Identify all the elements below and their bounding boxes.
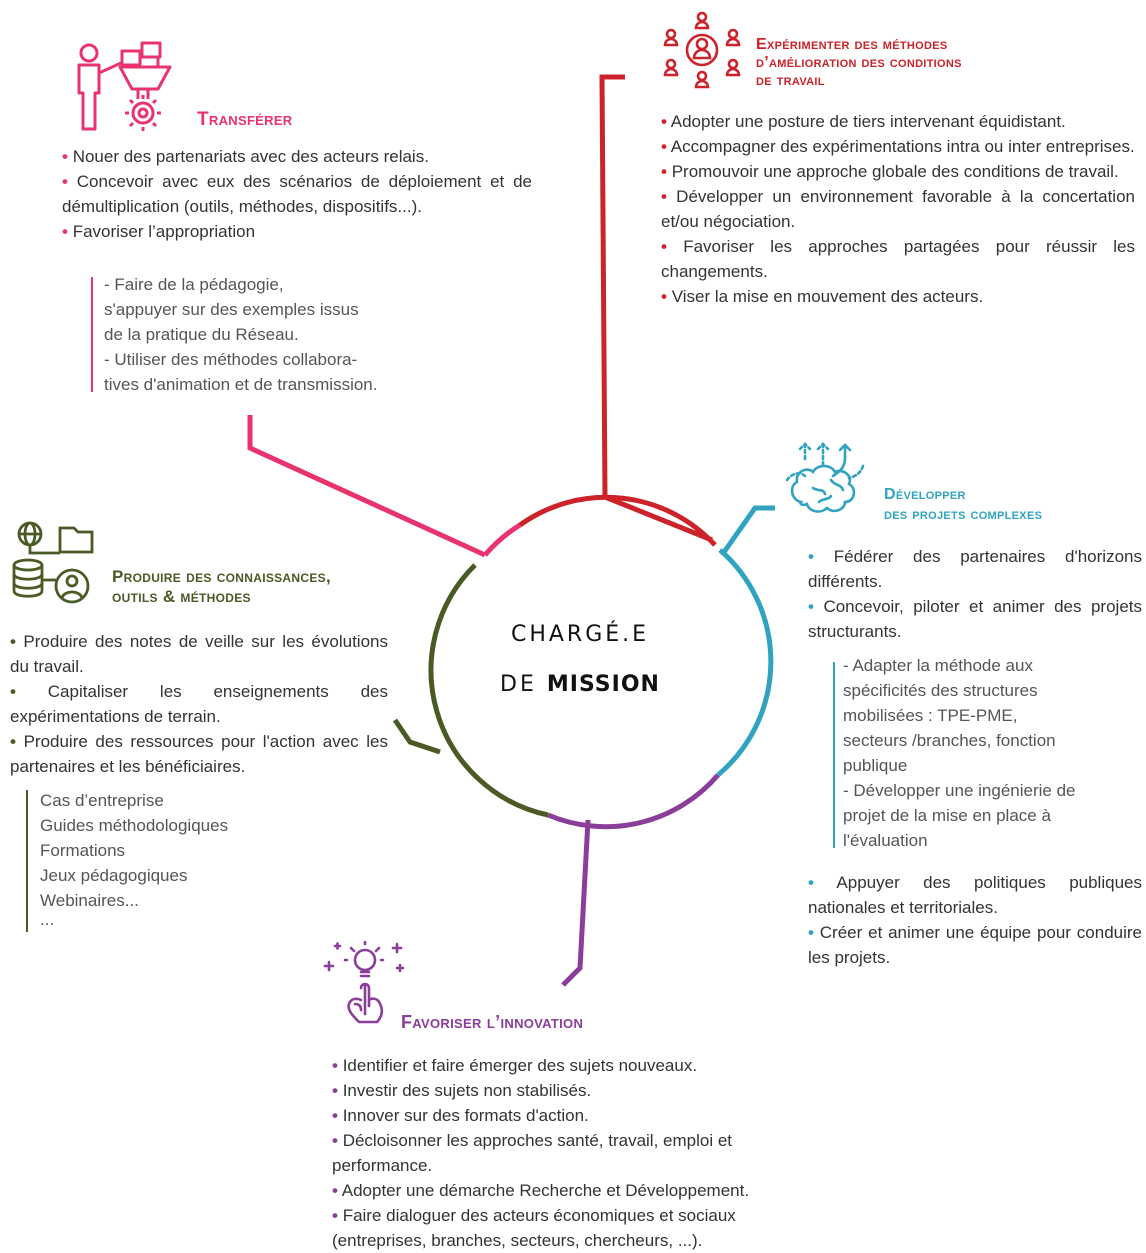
connector-transferer [247, 415, 487, 558]
connector-experimenter [599, 74, 713, 543]
list-item: • Capitaliser les enseignements des expé… [10, 682, 388, 726]
produire-list: • Produire des notes de veille sur les é… [10, 629, 388, 779]
sub-item: Webinaires... [40, 891, 139, 910]
list-item: • Viser la mise en mouvement des acteurs… [661, 287, 984, 306]
sub-item: - Faire de la pédagogie, [104, 275, 284, 294]
transferer-list: • Nouer des partenariats avec des acteur… [62, 144, 532, 244]
list-item: • Fédérer des partenaires d'horizons dif… [808, 547, 1142, 591]
sub-item: ... [40, 910, 55, 929]
list-item: • Investir des sujets non stabilisés. [332, 1081, 592, 1100]
sub-item: Formations [40, 841, 126, 860]
sub-item: publique [843, 756, 908, 775]
sub-item: spécificités des structures [843, 681, 1038, 700]
sub-item: de la pratique du Réseau. [104, 325, 299, 344]
arc-developper [716, 548, 774, 777]
sub-item: Jeux pédagogiques [40, 866, 188, 885]
list-item: • Produire des notes de veille sur les é… [10, 632, 388, 676]
innovation-list: • Identifier et faire émerger des sujets… [332, 1053, 852, 1253]
developper-list-2: • Appuyer des politiques publiques natio… [808, 870, 1142, 970]
developper-title: Développer des projets complexes [884, 486, 1043, 523]
list-item: • Favoriser les approches partagées pour… [661, 237, 1135, 281]
sub-item: l'évaluation [843, 831, 928, 850]
sub-item: secteurs /branches, fonction [843, 731, 1056, 750]
connector-developper [719, 505, 775, 557]
sub-item: mobilisées : TPE-PME, [843, 706, 1018, 725]
list-item: • Créer et animer une équipe pour condui… [808, 923, 1142, 967]
list-item: • Développer un environnement favorable … [661, 187, 1135, 231]
experimenter-list: • Adopter une posture de tiers intervena… [661, 109, 1135, 309]
developper-list: • Fédérer des partenaires d'horizons dif… [808, 544, 1142, 644]
produire-title: Produire des connaissances, outils & mét… [112, 567, 331, 606]
arc-innovation [547, 773, 720, 830]
list-item: • Identifier et faire émerger des sujets… [332, 1056, 698, 1075]
sub-item: tives d'animation et de transmission. [104, 375, 378, 394]
presenter-gear-icon [77, 41, 172, 131]
sub-item: - Adapter la méthode aux [843, 656, 1033, 675]
list-item: • Concevoir avec eux des scénarios de dé… [62, 172, 532, 216]
experimenter-title: Expérimenter des méthodes d’amélioration… [756, 36, 962, 89]
arc-transferer [483, 522, 522, 557]
developper-sublist: - Adapter la méthode aux spécificités de… [833, 653, 1143, 853]
list-item: • Adopter une démarche Recherche et Déve… [332, 1181, 750, 1200]
center-label: CHARGÉ.E DE MISSION [470, 620, 690, 700]
center-line2: DE MISSION [500, 672, 660, 697]
arc-produire [428, 563, 549, 818]
list-item: • Promouvoir une approche globale des co… [661, 162, 1119, 181]
list-item: • Concevoir, piloter et animer des proje… [808, 597, 1142, 641]
sub-item: - Utiliser des méthodes collabora- [104, 350, 358, 369]
center-line1: CHARGÉ.E [510, 622, 650, 647]
transferer-title: Transférer [197, 109, 293, 130]
globe-database-icon [12, 521, 94, 604]
sub-item: projet de la mise en place à [843, 806, 1051, 825]
list-item: • Innover sur des formats d'action. [332, 1106, 589, 1125]
produire-sublist: Cas d’entreprise Guides méthodologiques … [30, 788, 340, 929]
connector-produire [392, 718, 441, 755]
connector-innovation [561, 819, 591, 987]
sub-item: Guides méthodologiques [40, 816, 229, 835]
list-item: • Accompagner des expérimentations intra… [661, 137, 1135, 156]
list-item: • Nouer des partenariats avec des acteur… [62, 147, 429, 166]
transferer-sublist: - Faire de la pédagogie, s'appuyer sur d… [94, 272, 464, 397]
list-item: • Décloisonner les approches santé, trav… [332, 1131, 733, 1175]
sub-item: Cas d’entreprise [40, 791, 164, 810]
list-item: • Favoriser l’appropriation [62, 222, 256, 241]
lightbulb-hand-icon [323, 940, 405, 1024]
innovation-title: Favoriser l’innovation [401, 1012, 584, 1032]
list-item: • Produire des ressources pour l'action … [10, 732, 388, 776]
sub-item: s'appuyer sur des exemples issus [104, 300, 359, 319]
brain-arrows-icon [785, 442, 865, 513]
people-network-icon [663, 11, 741, 89]
list-item: • Faire dialoguer des acteurs économique… [332, 1206, 736, 1250]
list-item: • Adopter une posture de tiers intervena… [661, 112, 1066, 131]
arc-experimenter [518, 494, 717, 547]
sub-item: - Développer une ingénierie de [843, 781, 1076, 800]
list-item: • Appuyer des politiques publiques natio… [808, 873, 1142, 917]
